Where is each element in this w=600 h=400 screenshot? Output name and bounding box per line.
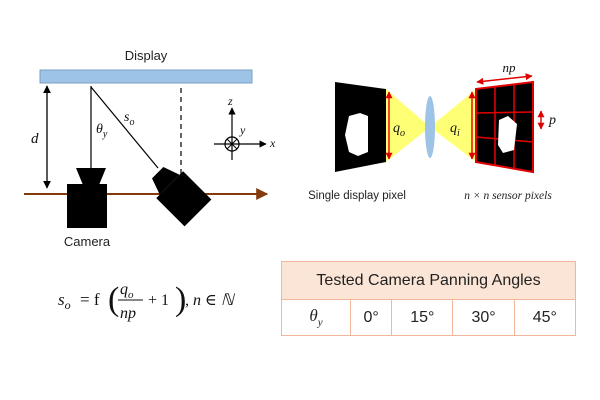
svg-text:, n ∈ ℕ: , n ∈ ℕ xyxy=(185,292,236,309)
axis-y-label: y xyxy=(239,123,246,137)
svg-text:so: so xyxy=(58,290,71,312)
lens-icon xyxy=(425,96,435,158)
so-label: so xyxy=(124,110,134,128)
np-arrow xyxy=(476,73,533,85)
angle-cell-30: 30° xyxy=(452,299,515,336)
sensor-pixels-caption: n × n sensor pixels xyxy=(464,190,552,202)
svg-text:): ) xyxy=(175,281,186,318)
camera-label: Camera xyxy=(64,234,111,249)
object-ray-cone xyxy=(386,89,430,162)
coordinate-axes xyxy=(214,107,267,160)
display-label: Display xyxy=(125,48,168,63)
svg-text:+ 1: + 1 xyxy=(148,292,169,309)
camera-panned-icon xyxy=(152,167,212,227)
distance-formula: so = f ( qo np + 1 ) , n ∈ ℕ xyxy=(58,281,236,322)
sensor-grid xyxy=(475,80,534,174)
angle-cell-0: 0° xyxy=(349,299,393,336)
angle-cell-15: 15° xyxy=(391,299,454,336)
axis-z-label: z xyxy=(227,94,233,108)
np-label: np xyxy=(503,60,517,75)
single-pixel-caption: Single display pixel xyxy=(308,190,406,202)
svg-text:qo: qo xyxy=(120,281,134,301)
table-row-label: θy xyxy=(281,299,351,336)
qo-label: qo xyxy=(393,121,405,139)
table-title: Tested Camera Panning Angles xyxy=(281,261,576,300)
table-row: θy 0° 15° 30° 45° xyxy=(281,299,577,336)
display-pixel-window xyxy=(345,113,368,156)
svg-text:(: ( xyxy=(108,281,119,318)
svg-text:np: np xyxy=(120,305,136,322)
image-ray-cone xyxy=(430,89,476,162)
so-ray xyxy=(90,86,159,169)
axis-x-label: x xyxy=(269,136,276,150)
display-bar xyxy=(39,69,253,84)
theta-label: θy xyxy=(96,122,108,140)
angle-cell-45: 45° xyxy=(513,299,577,336)
p-label: p xyxy=(548,113,556,128)
d-label: d xyxy=(31,131,39,147)
svg-text:= f: = f xyxy=(80,290,100,309)
camera-front-icon xyxy=(67,168,107,228)
panning-angles-table: Tested Camera Panning Angles θy 0° 15° 3… xyxy=(281,261,577,336)
qi-label: qi xyxy=(450,121,460,139)
